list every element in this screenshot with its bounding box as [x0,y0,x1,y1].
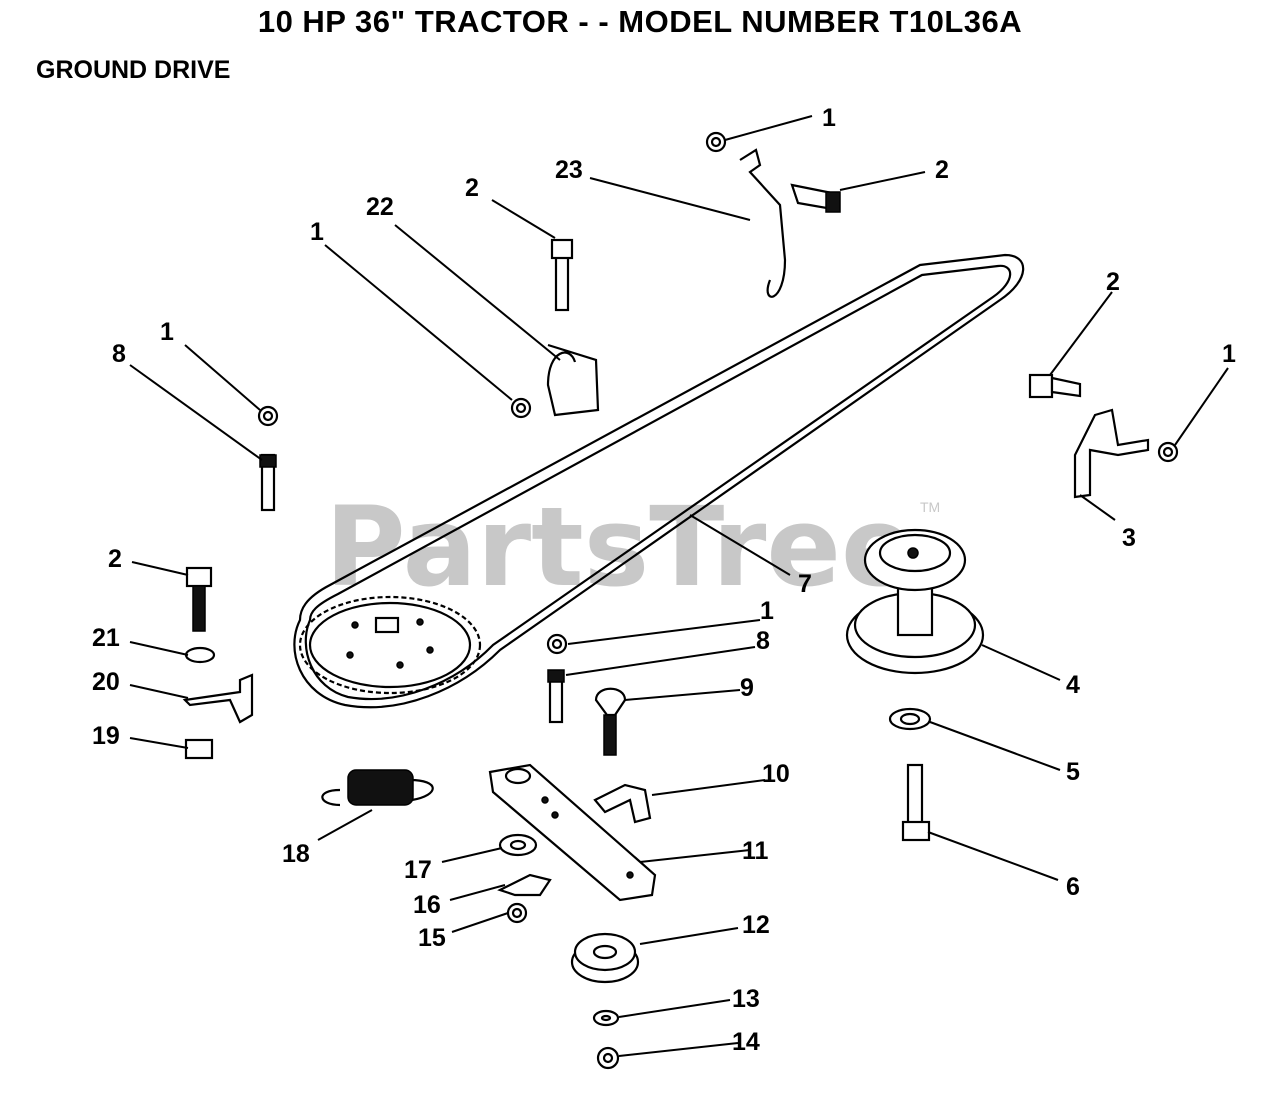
idler-pulley-12[interactable] [570,932,640,984]
callout-1: 1 [822,104,836,132]
watermark-tm: TM [920,499,940,515]
callout-2: 2 [935,156,949,184]
transmission-pulley[interactable] [298,595,482,695]
callout-18: 18 [282,840,310,868]
callout-13: 13 [732,985,760,1013]
callout-7: 7 [798,570,812,598]
callout-6: 6 [1066,873,1080,901]
callout-1: 1 [1222,340,1236,368]
callout-11: 11 [742,837,769,865]
callout-1: 1 [760,597,774,625]
bracket-10[interactable] [593,783,652,824]
belt-guide-bracket[interactable] [705,131,841,298]
callout-8: 8 [756,627,770,655]
nut-14[interactable] [596,1046,620,1070]
callout-16: 16 [413,891,441,919]
callout-5: 5 [1066,758,1080,786]
bolt-6[interactable] [901,763,931,842]
section-title: GROUND DRIVE [36,56,231,84]
leader-lines [129,115,1229,1057]
callout-2: 2 [108,545,122,573]
callout-4: 4 [1066,671,1080,699]
engine-pulley[interactable] [845,528,985,675]
callout-21: 21 [92,624,120,652]
belt-guide-22[interactable] [510,238,600,419]
callout-8: 8 [112,340,126,368]
callout-2: 2 [465,174,479,202]
callout-19: 19 [92,722,120,750]
drive-belt[interactable] [293,253,1025,709]
washer-5[interactable] [888,707,932,731]
callout-10: 10 [762,760,790,788]
callout-12: 12 [742,911,770,939]
idler-arm-11[interactable] [488,763,657,902]
spring-18[interactable] [321,769,434,807]
diagram-title: 10 HP 36" TRACTOR - - MODEL NUMBER T10L3… [257,4,1023,39]
callout-17: 17 [404,856,432,884]
callout-9: 9 [740,674,754,702]
callout-2: 2 [1106,268,1120,296]
callout-labels: 1 2 23 2 22 1 2 1 8 1 3 7 2 21 20 19 1 8… [92,104,1236,1056]
callout-3: 3 [1122,524,1136,552]
idler-hardware-middle[interactable] [546,633,627,756]
watermark: PartsTree [325,483,916,611]
shoulder-bolt-8-upper[interactable] [257,405,279,512]
callout-23: 23 [555,156,583,184]
callout-20: 20 [92,668,120,696]
callout-14: 14 [732,1028,760,1056]
hardware-17-16-15[interactable] [497,833,552,924]
callout-1: 1 [310,218,324,246]
callout-15: 15 [418,924,446,952]
bolt-stack-left[interactable] [182,566,254,760]
callout-1: 1 [160,318,174,346]
callout-22: 22 [366,193,394,221]
bracket-3[interactable] [1028,373,1179,499]
washer-13[interactable] [592,1009,620,1027]
